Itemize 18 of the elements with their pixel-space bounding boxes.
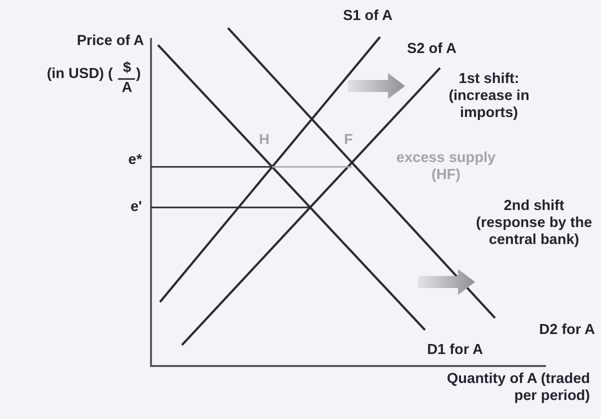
- point-label: H: [259, 132, 270, 149]
- axis-title: (in USD): [46, 66, 104, 83]
- axis-title: $: [122, 60, 132, 77]
- price-label: e': [129, 199, 142, 216]
- curve-label: S1 of A: [343, 8, 394, 25]
- excess-supply-note: excess supply (HF): [395, 150, 497, 184]
- axis-title: ): [136, 66, 142, 83]
- price-label: e*: [127, 152, 142, 169]
- curve-label: D1 for A: [426, 342, 484, 359]
- axis-title: (: [108, 66, 114, 83]
- shift-note: 2nd shift (response by the central bank): [474, 198, 594, 249]
- curve-label: D2 for A: [538, 322, 595, 339]
- axis-title: A: [120, 80, 134, 97]
- axis-title: Quantity of A (traded per period): [446, 371, 590, 405]
- curve-label: S2 of A: [407, 41, 458, 58]
- shift-note: 1st shift: (increase in imports): [448, 71, 530, 122]
- axis-title: Price of A: [76, 33, 144, 50]
- point-label: F: [344, 132, 354, 149]
